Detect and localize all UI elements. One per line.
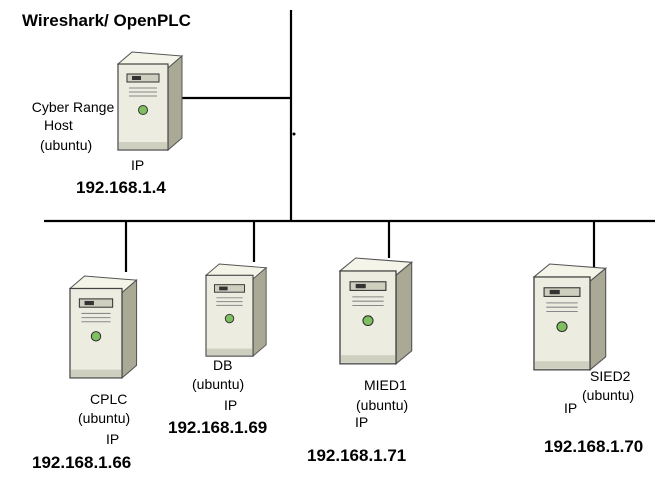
sied2-ip-label: IP (564, 400, 578, 416)
db-os: (ubuntu) (192, 376, 245, 392)
cplc-ip: 192.168.1.66 (32, 453, 132, 472)
db-ip-label: IP (224, 397, 238, 413)
junction-dot (292, 132, 296, 136)
db-name: DB (213, 357, 233, 373)
mied1-ip-label: IP (355, 414, 369, 430)
server-icon (205, 263, 267, 357)
cplc-os: (ubuntu) (78, 410, 131, 426)
cplc-ip-label: IP (106, 431, 120, 447)
server-icon (339, 257, 413, 365)
sied2-name: SIED2 (590, 368, 631, 384)
db-ip: 192.168.1.69 (168, 418, 268, 437)
host-ip-label: IP (131, 157, 145, 173)
host-ip: 192.168.1.4 (76, 178, 166, 197)
network-lines (44, 10, 655, 272)
mied1-name: MIED1 (364, 377, 407, 393)
server-icon (117, 51, 183, 151)
cplc-name: CPLC (90, 391, 128, 407)
sied2-ip: 192.168.1.70 (544, 437, 644, 456)
server-icon (69, 275, 138, 379)
mied1-ip: 192.168.1.71 (307, 446, 407, 465)
host-name-line2: Host (44, 117, 73, 133)
host-os: (ubuntu) (40, 137, 93, 153)
diagram-title: Wireshark/ OpenPLC (22, 11, 191, 30)
server-icon (533, 263, 607, 371)
mied1-os: (ubuntu) (356, 397, 409, 413)
sied2-os: (ubuntu) (582, 387, 635, 403)
host-name-line1: Cyber Range (31, 99, 115, 115)
